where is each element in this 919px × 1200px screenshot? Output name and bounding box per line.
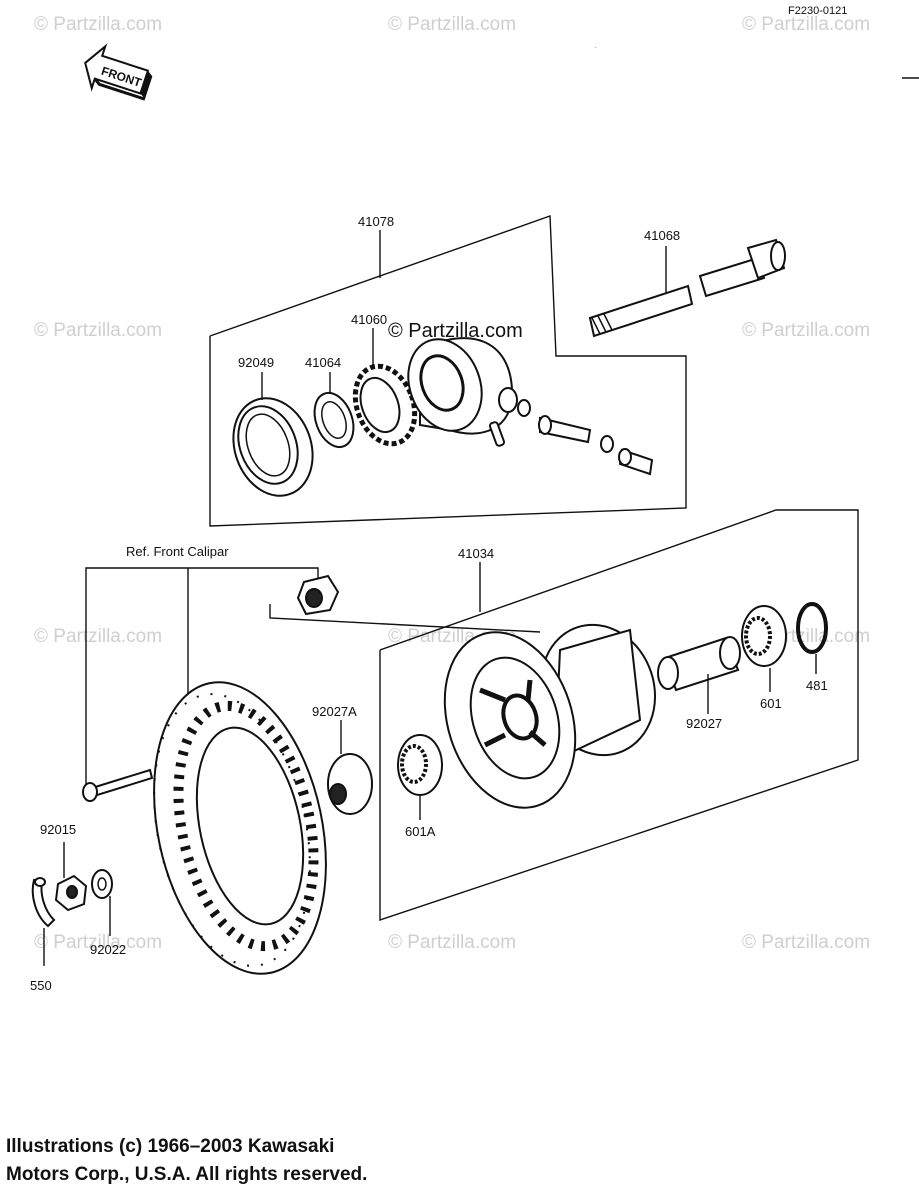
circlip-481 [796,602,828,654]
washer-92022 [91,869,113,899]
watermark-main: © Partzilla.com [388,320,523,342]
watermark: © Partzilla.com [388,932,516,953]
bearing-601A [397,734,443,796]
label-92027: 92027 [686,716,722,731]
watermark: © Partzilla.com [34,320,162,341]
watermark: © Partzilla.com [34,932,162,953]
label-41064: 41064 [305,355,341,370]
copyright-notice: Illustrations (c) 1966–2003 Kawasaki Mot… [6,1133,367,1189]
label-41068: 41068 [644,228,680,243]
copyright-line-1: Illustrations (c) 1966–2003 Kawasaki [6,1136,335,1157]
watermark: © Partzilla.com [388,14,516,35]
label-41078: 41078 [358,214,394,229]
spacer-92027 [657,636,741,692]
caliper-nut [296,574,340,616]
leader-ref-nut [269,604,541,633]
copyright-line-2: Motors Corp., U.S.A. All rights reserved… [6,1164,368,1185]
dot-mark: . [595,44,597,50]
bearing-601 [741,605,787,667]
label-41034: 41034 [458,546,494,561]
box-41034 [379,509,859,921]
label-41060: 41060 [351,312,387,327]
watermark: © Partzilla.com [742,320,870,341]
hub-41034 [443,623,657,809]
gear-housing [407,337,518,435]
front-arrow-icon: FRONT [84,43,153,101]
collar-92027A [327,753,373,815]
label-550: 550 [30,978,52,993]
label-92049: 92049 [238,355,274,370]
label-92027A: 92027A [312,704,357,719]
label-601A: 601A [405,824,436,839]
box-41078 [209,215,687,527]
watermark: © Partzilla.com [34,14,162,35]
label-601: 601 [760,696,782,711]
axle-41068 [588,238,786,338]
watermark: © Partzilla.com [742,14,870,35]
brake-disc [153,681,327,975]
label-92015: 92015 [40,822,76,837]
watermark: © Partzilla.com [742,932,870,953]
pinion-parts [488,399,654,476]
ref-front-calipar: Ref. Front Calipar [126,544,229,559]
cotter-pin-550 [31,877,56,928]
seal-92049 [232,397,314,497]
label-92022: 92022 [90,942,126,957]
diagram-code: F2230-0121 [788,5,847,17]
castle-nut-92015 [54,874,88,912]
label-481: 481 [806,678,828,693]
watermark: © Partzilla.com [34,626,162,647]
disc-bolt [82,768,154,802]
retainer-41064 [313,391,355,449]
